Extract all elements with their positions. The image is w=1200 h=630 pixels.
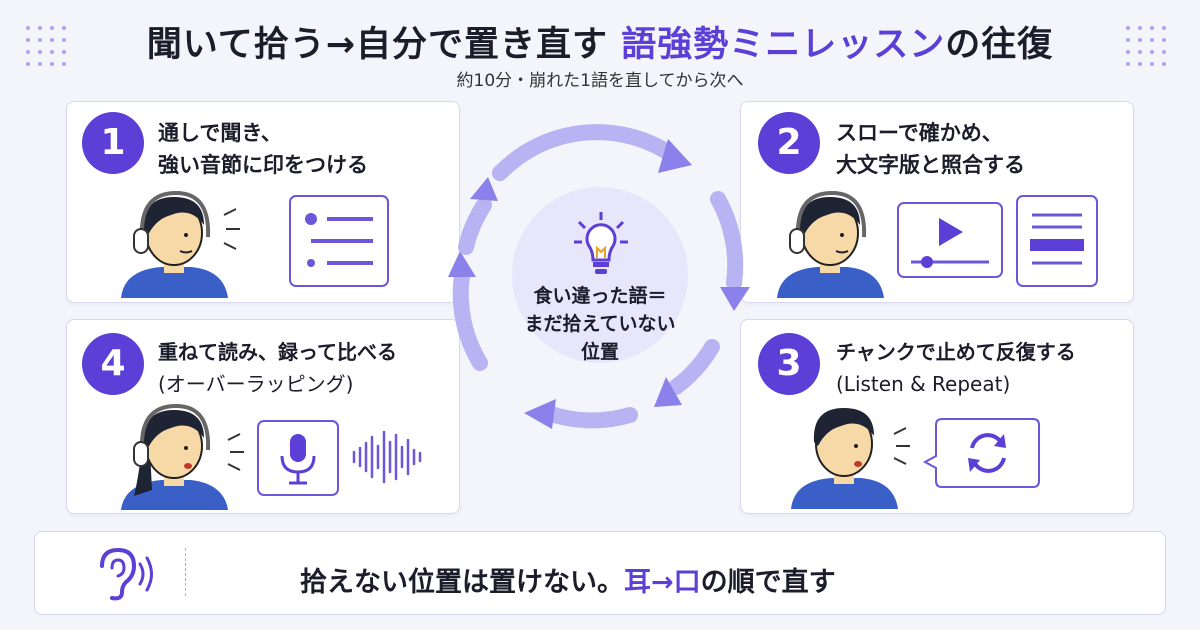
waveform-icon <box>352 430 422 484</box>
dot <box>1138 50 1142 54</box>
microphone-icon <box>257 420 339 496</box>
footer-divider <box>185 548 186 596</box>
step-1-line-1: 通しで聞き、 <box>158 121 282 145</box>
dot <box>1138 26 1142 30</box>
dot <box>62 50 66 54</box>
dot <box>1150 62 1154 66</box>
title-accent: 語強勢ミニレッスン <box>621 25 946 65</box>
dot <box>38 26 42 30</box>
dot <box>38 62 42 66</box>
dot <box>50 38 54 42</box>
dot <box>1126 26 1130 30</box>
dot <box>26 62 30 66</box>
dot-grid-left <box>26 26 74 74</box>
repeat-icon <box>922 418 1040 488</box>
dot <box>1162 38 1166 42</box>
headphones-icon <box>121 190 240 298</box>
dot <box>1150 50 1154 54</box>
dot <box>1162 26 1166 30</box>
step-3-line-1: チャンクで止めて反復する <box>836 340 1076 364</box>
speaker-person-icon <box>791 408 910 509</box>
dot <box>26 38 30 42</box>
page-subtitle: 約10分・崩れた1語を直してから次へ <box>456 71 744 91</box>
step-1-line-2: 強い音節に印をつける <box>158 153 368 177</box>
dot <box>26 26 30 30</box>
dot <box>38 50 42 54</box>
title-main: 聞いて拾う→自分で置き直す <box>146 25 622 65</box>
step-3-line-2: (Listen & Repeat) <box>836 372 1011 396</box>
step-2-line-2: 大文字版と照合する <box>836 153 1025 177</box>
step-number-1: 1 <box>82 112 144 174</box>
footer-text: 拾えない位置は置けない。耳→口の順で直す <box>300 560 836 599</box>
play-icon <box>897 202 1003 278</box>
dot <box>1126 62 1130 66</box>
footer-main: 拾えない位置は置けない。 <box>300 567 624 598</box>
dot <box>62 62 66 66</box>
step-number-2: 2 <box>758 112 820 174</box>
lightbulb-icon <box>574 212 628 274</box>
center-line-1: 食い違った語＝ <box>533 285 667 307</box>
title-tail: の往復 <box>945 25 1054 65</box>
dot <box>50 62 54 66</box>
step-2-line-1: スローで確かめ、 <box>836 121 1003 145</box>
step-number-4: 4 <box>82 333 144 395</box>
footer-bar <box>34 531 1166 615</box>
dot <box>1162 62 1166 66</box>
headphones-icon <box>777 190 884 298</box>
footer-accent: 耳→口 <box>624 567 701 598</box>
dot <box>62 38 66 42</box>
dot <box>1150 26 1154 30</box>
step-card-1 <box>66 101 460 303</box>
step-text-3: チャンクで止めて反復する (Listen & Repeat) <box>836 336 1076 400</box>
document-icon <box>1016 195 1098 287</box>
headphones-icon <box>121 403 244 510</box>
list-icon <box>289 195 389 287</box>
dot-grid-right <box>1126 26 1174 74</box>
step-text-2: スローで確かめ、 大文字版と照合する <box>836 117 1025 181</box>
ear-icon <box>100 547 153 601</box>
step-text-4: 重ねて読み、録って比べる (オーバーラッピング) <box>158 336 397 400</box>
dot <box>1138 62 1142 66</box>
dot <box>1138 38 1142 42</box>
dot <box>1162 50 1166 54</box>
step-number-3: 3 <box>758 333 820 395</box>
dot <box>50 50 54 54</box>
dot <box>1126 50 1130 54</box>
cycle-arrows <box>448 124 750 429</box>
center-text: 食い違った語＝ まだ拾えていない 位置 <box>500 282 700 366</box>
center-line-3: 位置 <box>580 341 619 363</box>
dot <box>1150 38 1154 42</box>
dot <box>62 26 66 30</box>
center-line-2: まだ拾えていない <box>524 313 676 335</box>
footer-tail: の順で直す <box>700 567 836 598</box>
page-title: 聞いて拾う→自分で置き直す 語強勢ミニレッスンの往復 <box>0 16 1200 67</box>
step-text-1: 通しで聞き、 強い音節に印をつける <box>158 117 368 181</box>
step-4-line-2: (オーバーラッピング) <box>158 372 354 396</box>
dot <box>38 38 42 42</box>
dot <box>26 50 30 54</box>
dot <box>1126 38 1130 42</box>
dot <box>50 26 54 30</box>
step-4-line-1: 重ねて読み、録って比べる <box>158 340 397 364</box>
